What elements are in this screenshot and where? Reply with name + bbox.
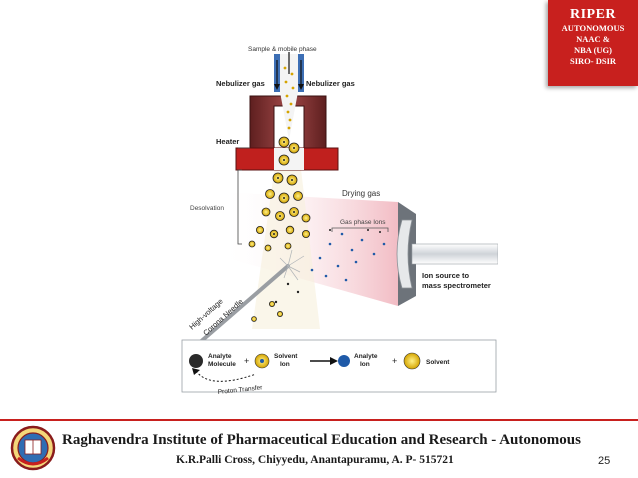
legend-proton-transfer: Proton Transfer: [217, 384, 263, 396]
label-neb-right: Nebulizer gas: [306, 79, 355, 88]
legend-solvent-ion-2: Ion: [280, 361, 290, 368]
legend-plus-2: +: [392, 356, 397, 366]
capillary-droplets: [283, 66, 295, 130]
label-drying: Drying gas: [342, 189, 380, 198]
proton-transfer-arrow-head: [192, 368, 200, 375]
solvent-ion-core: [260, 359, 264, 363]
esi-diagram: Sample & mobile phase Nebulizer gas Nebu…: [180, 44, 499, 402]
institute-name: Raghavendra Institute of Pharmaceutical …: [62, 432, 581, 448]
proton-transfer-arrow: [195, 370, 257, 382]
riper-badge: RIPER AUTONOMOUS NAAC & NBA (UG) SIRO- D…: [548, 0, 638, 86]
label-desolvation: Desolvation: [190, 205, 224, 212]
badge-line: AUTONOMOUS: [561, 23, 625, 33]
legend-analyte-ion-2: Ion: [360, 361, 370, 368]
droplet-core-dots: [273, 141, 295, 235]
ms-tube: [411, 243, 499, 265]
gas-arrow-right-head: [298, 84, 304, 90]
badge-line: SIRO- DSIR: [569, 56, 617, 66]
esi-diagram-svg: Sample & mobile phase Nebulizer gas Nebu…: [181, 46, 499, 396]
neutral-molecules: [274, 229, 381, 304]
label-heater: Heater: [216, 137, 239, 146]
badge-line: NAAC &: [576, 34, 610, 44]
institute-logo-icon: [10, 425, 56, 471]
solvent-icon: [403, 352, 421, 370]
legend-solvent: Solvent: [426, 359, 450, 366]
reaction-arrow-head: [330, 357, 338, 365]
label-ion-source-2: mass spectrometer: [422, 281, 491, 290]
page-number: 25: [598, 455, 611, 467]
legend-plus-1: +: [244, 356, 249, 366]
institute-address: K.R.Palli Cross, Chiyyedu, Anantapuramu,…: [176, 454, 454, 466]
analyte-molecule-icon: [189, 354, 203, 368]
charged-droplets: [248, 136, 311, 322]
analyte-ion-icon: [338, 355, 350, 367]
badge-line: NBA (UG): [573, 45, 612, 55]
label-sample: Sample & mobile phase: [248, 46, 317, 53]
corona-needle: [196, 264, 290, 346]
footer-divider: [0, 419, 638, 421]
gas-arrow-left-head: [274, 84, 280, 90]
legend-analyte-2: Molecule: [208, 361, 236, 368]
legend-analyte-1: Analyte: [208, 353, 232, 360]
nozzle: [280, 92, 298, 140]
legend-analyte-ion-1: Analyte: [354, 353, 378, 360]
desolvation-bracket: [237, 169, 242, 245]
ms-inlet-face: [396, 219, 413, 289]
badge-title: RIPER: [569, 7, 617, 22]
legend-solvent-ion-1: Solvent: [274, 353, 298, 360]
gas-phase-bracket: [331, 227, 389, 232]
corona-spark: [279, 249, 305, 281]
label-gas-phase: Gas phase Ions: [340, 219, 386, 226]
label-ion-source-1: Ion source to: [422, 271, 470, 280]
label-neb-left: Nebulizer gas: [216, 79, 265, 88]
legend-box: [181, 339, 497, 393]
